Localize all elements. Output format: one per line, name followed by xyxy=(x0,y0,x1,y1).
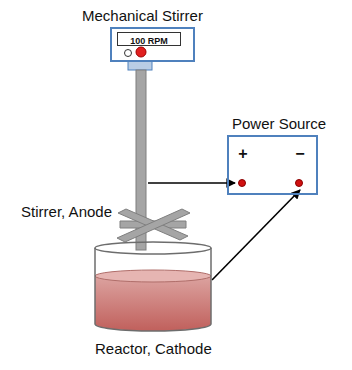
power-source-box: Power Source+− xyxy=(227,135,318,195)
reactor-beaker: Reactor, Cathode xyxy=(94,240,212,332)
node-heading: Power Source xyxy=(232,115,326,132)
stirrer-anode: Stirrer, Anode xyxy=(134,70,148,250)
text-holder: Reactor, Cathode xyxy=(95,340,212,358)
node-label: 100 RPM xyxy=(130,36,168,47)
node-heading: Mechanical Stirrer xyxy=(82,7,203,24)
rpm-display: 100 RPM xyxy=(117,32,181,46)
node-heading: Stirrer, Anode xyxy=(21,203,112,220)
terminal: + xyxy=(235,145,251,189)
liquid xyxy=(95,276,211,331)
text-holder: Mechanical Stirrer xyxy=(82,7,203,25)
terminal-post xyxy=(295,179,303,187)
wire-arrow xyxy=(148,182,235,184)
text-holder: 100 RPM xyxy=(130,30,168,48)
text-holder: Power Source xyxy=(232,115,326,133)
beaker-outline xyxy=(94,240,212,332)
terminal-post xyxy=(238,179,246,187)
node-label: − xyxy=(295,145,304,163)
text-holder: Stirrer, Anode xyxy=(21,203,112,221)
node-label: + xyxy=(238,145,247,163)
control-knob xyxy=(136,47,146,57)
beaker-rim xyxy=(95,242,211,254)
text-holder: + xyxy=(238,145,247,163)
power-switch xyxy=(125,50,132,57)
terminal: − xyxy=(292,145,308,189)
text-holder: − xyxy=(295,145,304,163)
shaft-coupling xyxy=(128,61,152,70)
node-heading: Reactor, Cathode xyxy=(95,340,212,357)
beaker-wall xyxy=(95,248,211,331)
impeller-blade xyxy=(117,209,190,242)
stirrer-motor-box: Mechanical Stirrer100 RPM xyxy=(110,27,195,62)
wire-arrow xyxy=(212,190,300,280)
liquid-surface xyxy=(95,270,211,282)
